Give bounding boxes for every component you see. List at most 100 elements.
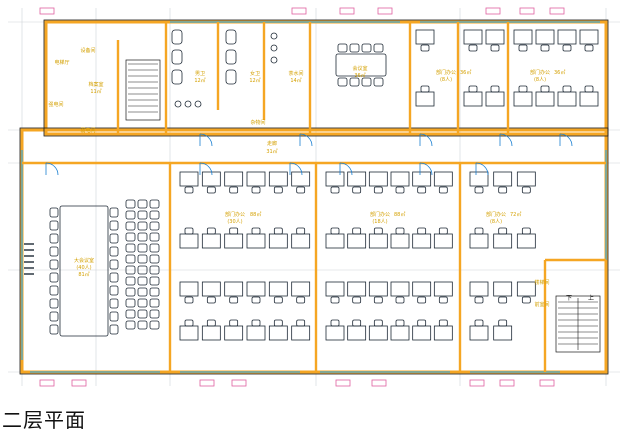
conference-chair [49, 207, 59, 218]
conference-table [59, 205, 109, 337]
conference-chair [109, 246, 119, 257]
audience-chair [149, 276, 160, 286]
desk [485, 91, 505, 107]
audience-chair [137, 276, 148, 286]
label-weak-room: 弱电间 [80, 127, 95, 134]
section-marker [499, 379, 515, 387]
desk [493, 325, 513, 341]
door-swing [419, 133, 433, 147]
chair [521, 227, 531, 235]
label-meeting-small: 会议室 [352, 65, 367, 72]
label-dept-office-2-area: 88㎡ [394, 211, 405, 218]
audience-chair [149, 210, 160, 220]
desk [412, 171, 432, 187]
meeting-chair [349, 77, 360, 87]
desk [463, 91, 483, 107]
desk [390, 281, 410, 297]
desk [291, 281, 311, 297]
chair [420, 85, 430, 93]
audience-chair [137, 210, 148, 220]
sink [270, 56, 278, 64]
chair [584, 44, 594, 52]
audience-chair [125, 243, 136, 253]
chair [395, 296, 405, 304]
chair [296, 227, 306, 235]
toilet-fixture [171, 49, 183, 65]
chair [373, 227, 383, 235]
meeting-chair [373, 43, 384, 53]
section-marker [469, 379, 485, 387]
door-swing [45, 162, 59, 176]
conference-chair [49, 259, 59, 270]
label-dept-office-2-capacity: (18人) [372, 219, 387, 225]
desk [224, 281, 244, 297]
desk [347, 233, 367, 249]
floor-plan-svg: 下 上 走廊 31㎡ 大会议室 (40人) 81㎡ 部门办公 88㎡ (30人)… [8, 7, 620, 387]
sink [194, 100, 202, 108]
label-meeting-large-capacity: (40人) [76, 265, 91, 271]
conference-chair [109, 220, 119, 231]
desk [412, 233, 432, 249]
section-marker [71, 379, 87, 387]
conference-chair [109, 259, 119, 270]
desk [433, 325, 453, 341]
chair [251, 319, 261, 327]
exterior-wall-lines [19, 19, 609, 375]
conference-chair [49, 233, 59, 244]
audience-chair [125, 254, 136, 264]
chair [417, 227, 427, 235]
label-archive: 档案室 [88, 81, 103, 88]
desk [579, 91, 599, 107]
audience-chair [125, 210, 136, 220]
stair-left [125, 59, 161, 121]
sink [174, 100, 182, 108]
chair [296, 186, 306, 194]
conference-chair [49, 311, 59, 322]
chair [229, 227, 239, 235]
audience-chair [149, 298, 160, 308]
door-swing [559, 133, 573, 147]
chair [562, 85, 572, 93]
conference-chair [49, 246, 59, 257]
audience-chair [149, 243, 160, 253]
toilet-fixture [225, 49, 237, 65]
audience-chair [125, 221, 136, 231]
desk [469, 281, 489, 297]
chair [251, 227, 261, 235]
label-dept-office-1-area: 88㎡ [250, 211, 261, 218]
interior-walls [22, 22, 606, 372]
chair [330, 319, 340, 327]
label-meeting-large-area: 81㎡ [78, 271, 89, 278]
label-toilet-male-area: 12㎡ [194, 77, 205, 84]
audience-chair [125, 199, 136, 209]
audience-chair [137, 221, 148, 231]
meeting-chair [361, 77, 372, 87]
section-marker [371, 379, 387, 387]
desk [325, 171, 345, 187]
label-tea-room: 茶水间 [288, 70, 303, 77]
chair [296, 319, 306, 327]
audience-chair [149, 254, 160, 264]
desk [246, 325, 266, 341]
chair [521, 296, 531, 304]
audience-chair [149, 221, 160, 231]
door-swing [199, 162, 213, 176]
chair [438, 227, 448, 235]
meeting-chair [361, 43, 372, 53]
desk [493, 281, 513, 297]
sink [270, 32, 278, 40]
chair [474, 319, 484, 327]
desk [415, 91, 435, 107]
chair [352, 186, 362, 194]
desk [493, 233, 513, 249]
desk [347, 281, 367, 297]
chair [498, 186, 508, 194]
desk [469, 233, 489, 249]
desk [516, 171, 536, 187]
conference-chair [109, 207, 119, 218]
exterior-walls [20, 20, 608, 374]
plan-caption: 二层平面 [2, 408, 86, 432]
desk [268, 233, 288, 249]
desk [246, 171, 266, 187]
audience-chair [137, 298, 148, 308]
